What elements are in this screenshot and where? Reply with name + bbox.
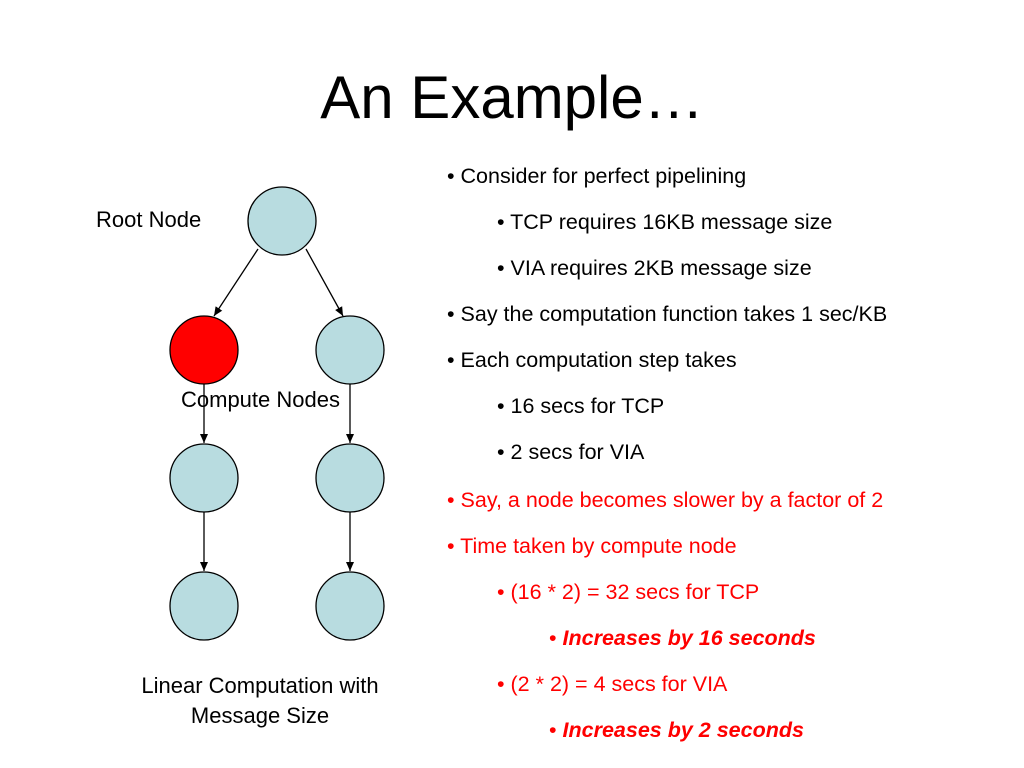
bullet-marker: •	[497, 256, 505, 280]
bullet-text: Say, a node becomes slower by a factor o…	[460, 488, 884, 512]
compute-node-left-slow	[169, 315, 239, 385]
bullet-marker: •	[447, 488, 455, 512]
node-right-level-2	[315, 443, 385, 513]
bullet-marker: •	[497, 440, 505, 464]
bullet-item: • TCP requires 16KB message size	[497, 209, 832, 235]
bullet-marker: •	[447, 164, 455, 188]
bullet-marker: •	[497, 394, 505, 418]
bullet-item: • Each computation step takes	[447, 347, 737, 373]
root-node	[247, 186, 317, 256]
bullet-marker: •	[497, 580, 505, 604]
bullet-text: 16 secs for TCP	[510, 394, 665, 418]
bullet-marker: •	[497, 672, 505, 696]
caption-line-1: Linear Computation with	[141, 673, 379, 698]
edge-root-to-right	[305, 248, 344, 317]
bullet-text: Each computation step takes	[460, 348, 737, 372]
bullet-marker: •	[447, 348, 455, 372]
compute-node-right	[315, 315, 385, 385]
node-left-level-3	[169, 571, 239, 641]
compute-nodes-label: Compute Nodes	[181, 387, 340, 412]
caption-line-2: Message Size	[190, 703, 330, 728]
bullet-marker: •	[549, 718, 557, 742]
bullet-text-emphasis: Increases by 16 seconds	[562, 626, 816, 650]
bullet-text-emphasis: Increases by 2 seconds	[562, 718, 804, 742]
bullet-item: • (2 * 2) = 4 secs for VIA	[497, 671, 727, 697]
bullet-item: • 16 secs for TCP	[497, 393, 664, 419]
bullet-item: • Increases by 2 seconds	[549, 717, 804, 743]
bullet-text: (16 * 2) = 32 secs for TCP	[510, 580, 760, 604]
bullet-text: VIA requires 2KB message size	[510, 256, 812, 280]
bullet-text: (2 * 2) = 4 secs for VIA	[510, 672, 728, 696]
bullet-text: Time taken by compute node	[460, 534, 737, 558]
bullet-item: • VIA requires 2KB message size	[497, 255, 812, 281]
node-right-level-3	[315, 571, 385, 641]
bullet-marker: •	[447, 534, 455, 558]
slide-title: An Example…	[320, 64, 704, 131]
bullet-text: 2 secs for VIA	[510, 440, 645, 464]
node-left-level-2	[169, 443, 239, 513]
diagram-caption: Linear Computation with Message Size	[108, 671, 412, 731]
bullet-item: • Say the computation function takes 1 s…	[447, 301, 887, 327]
bullet-text: TCP requires 16KB message size	[510, 210, 833, 234]
bullet-item: • Time taken by compute node	[447, 533, 737, 559]
bullet-item: • (16 * 2) = 32 secs for TCP	[497, 579, 759, 605]
bullet-item: • Increases by 16 seconds	[549, 625, 816, 651]
root-node-label: Root Node	[96, 207, 202, 232]
bullet-text: Say the computation function takes 1 sec…	[460, 302, 888, 326]
bullet-item: • 2 secs for VIA	[497, 439, 644, 465]
bullet-marker: •	[447, 302, 455, 326]
bullet-marker: •	[549, 626, 557, 650]
bullet-text: Consider for perfect pipelining	[460, 164, 747, 188]
bullet-item: • Say, a node becomes slower by a factor…	[447, 487, 883, 513]
bullet-item: • Consider for perfect pipelining	[447, 163, 746, 189]
edge-root-to-left	[213, 248, 259, 317]
bullet-marker: •	[497, 210, 505, 234]
